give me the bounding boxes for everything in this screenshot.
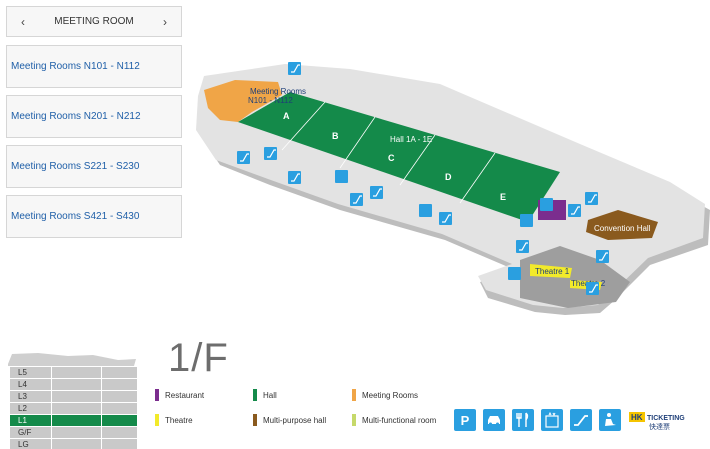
hall-label: Hall 1A - 1E bbox=[390, 135, 432, 144]
legend-label: Multi-functional room bbox=[362, 415, 437, 425]
hk-logo-chinese: 快達票 bbox=[649, 422, 670, 431]
parking-icon[interactable]: P bbox=[454, 409, 476, 431]
menu-header-title: MEETING ROOM bbox=[54, 16, 134, 27]
chevron-left-icon[interactable]: ‹ bbox=[21, 14, 25, 29]
legend-label: Meeting Rooms bbox=[362, 390, 419, 400]
floor-label: L1 bbox=[10, 415, 52, 426]
menu-item-n201[interactable]: Meeting Rooms N201 - N212 bbox=[6, 95, 182, 138]
floor-row-l3[interactable]: L3 bbox=[10, 391, 137, 402]
legend-swatch bbox=[155, 389, 159, 401]
menu-item-label: Meeting Rooms S421 - S430 bbox=[11, 211, 140, 222]
legend-swatch bbox=[352, 389, 356, 401]
legend-label: Theatre bbox=[165, 415, 193, 425]
menu-item-n101[interactable]: Meeting Rooms N101 - N112 bbox=[6, 45, 182, 88]
menu-item-label: Meeting Rooms S221 - S230 bbox=[11, 161, 140, 172]
legend-swatch bbox=[352, 414, 356, 426]
floor-title: 1/F bbox=[168, 336, 229, 380]
menu-item-label: Meeting Rooms N201 - N212 bbox=[11, 111, 141, 122]
legend-label: Restaurant bbox=[165, 390, 205, 400]
floor-row-l2[interactable]: L2 bbox=[10, 403, 137, 414]
hk-logo-brand: HK bbox=[631, 413, 643, 422]
floor-row-l5[interactable]: L5 bbox=[10, 367, 137, 378]
legend-restaurant: Restaurant bbox=[155, 389, 204, 401]
hk-logo-text: TICKETING bbox=[647, 415, 685, 422]
floor-row-lg[interactable]: LG bbox=[10, 439, 137, 449]
floor-map: Meeting Rooms N101 - N112 Hall 1A - 1E A… bbox=[196, 62, 710, 315]
lift-icon[interactable] bbox=[541, 409, 563, 431]
hall-d-label: D bbox=[445, 172, 452, 182]
floor-selector: L5 L4 L3 L2 L1 G/F LG bbox=[10, 367, 137, 449]
legend-swatch bbox=[253, 414, 257, 426]
theatre-1-label: Theatre 1 bbox=[535, 267, 570, 276]
taxi-icon[interactable] bbox=[483, 409, 505, 431]
hall-c-label: C bbox=[388, 153, 395, 163]
prayer-room-icon[interactable] bbox=[599, 409, 621, 431]
floor-row-gf[interactable]: G/F bbox=[10, 427, 137, 438]
menu-header: ‹ MEETING ROOM › bbox=[6, 6, 182, 37]
menu-item-s221[interactable]: Meeting Rooms S221 - S230 bbox=[6, 145, 182, 188]
legend-swatch bbox=[253, 389, 257, 401]
chevron-right-icon[interactable]: › bbox=[162, 14, 167, 29]
floor-label: L4 bbox=[10, 379, 52, 390]
escalator-icon[interactable] bbox=[570, 409, 592, 431]
legend-multi-functional-room: Multi-functional room bbox=[352, 414, 436, 426]
meeting-rooms-label: Meeting Rooms bbox=[250, 87, 306, 96]
legend-hall: Hall bbox=[253, 389, 277, 401]
floor-label: L3 bbox=[10, 391, 52, 402]
legend-swatch bbox=[155, 414, 159, 426]
hall-b-label: B bbox=[332, 131, 339, 141]
hall-a-label: A bbox=[283, 111, 290, 121]
legend-multi-purpose-hall: Multi-purpose hall bbox=[253, 414, 326, 426]
floor-row-l4[interactable]: L4 bbox=[10, 379, 137, 390]
legend-meeting-rooms: Meeting Rooms bbox=[352, 389, 418, 401]
legend-label: Hall bbox=[263, 390, 277, 400]
menu-item-label: Meeting Rooms N101 - N112 bbox=[11, 61, 140, 72]
menu-item-s421[interactable]: Meeting Rooms S421 - S430 bbox=[6, 195, 182, 238]
legend-theatre: Theatre bbox=[155, 414, 193, 426]
building-silhouette bbox=[8, 353, 136, 366]
convention-hall-label: Convention Hall bbox=[594, 224, 651, 233]
floor-row-l1[interactable]: L1 bbox=[10, 415, 137, 426]
floor-label: L5 bbox=[10, 367, 52, 378]
floor-label: LG bbox=[10, 439, 52, 449]
hk-ticketing-logo[interactable]: HK TICKETING 快達票 bbox=[629, 408, 687, 432]
meeting-rooms-area[interactable] bbox=[204, 80, 282, 122]
restaurant-icon[interactable] bbox=[512, 409, 534, 431]
meeting-rooms-range: N101 - N112 bbox=[248, 96, 293, 105]
convention-hall-area[interactable] bbox=[586, 210, 658, 240]
legend-label: Multi-purpose hall bbox=[263, 415, 327, 425]
theatre-1-area[interactable] bbox=[530, 264, 572, 278]
floor-label: G/F bbox=[10, 427, 52, 438]
hall-area[interactable] bbox=[238, 92, 560, 222]
floor-label: L2 bbox=[10, 403, 52, 414]
lower-section bbox=[520, 246, 630, 308]
hall-e-label: E bbox=[500, 192, 506, 202]
